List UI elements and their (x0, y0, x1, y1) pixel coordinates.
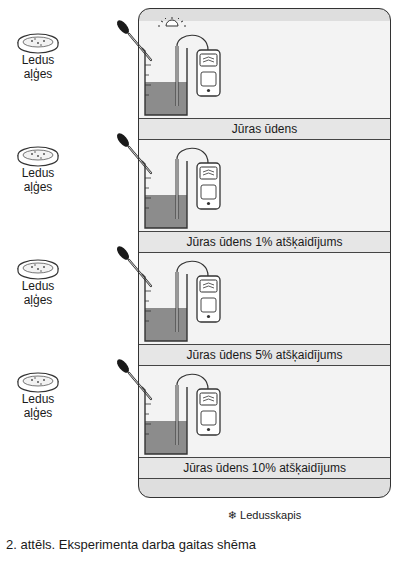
sample-label: Ledus aļģes (10, 280, 66, 308)
sample-label: Ledus aļģes (10, 393, 66, 421)
fridge-label: ❄ Ledusskapis (139, 509, 390, 522)
shelf-label: Jūras ūdens 5% atšķaidījums (186, 348, 342, 362)
fridge-outline: ❄ LedusskapisJūras ūdensJūras ūdens 1% a… (138, 8, 391, 498)
sample-label: Ledus aļģes (10, 54, 66, 82)
sample-label: Ledus aļģes (10, 167, 66, 195)
shelf-label: Jūras ūdens 1% atšķaidījums (186, 235, 342, 249)
fridge-top-band (138, 8, 391, 21)
shelf-label-band: Jūras ūdens 5% atšķaidījums (139, 344, 390, 366)
shelf-label-band: Jūras ūdens (139, 118, 390, 140)
figure-caption: 2. attēls. Eksperimenta darba gaitas shē… (6, 538, 256, 553)
shelf-label-band: Jūras ūdens 10% atšķaidījums (139, 457, 390, 479)
fridge-bottom-band (138, 479, 391, 498)
shelf-label: Jūras ūdens 10% atšķaidījums (183, 461, 346, 475)
shelf-label: Jūras ūdens (232, 122, 297, 136)
shelf-label-band: Jūras ūdens 1% atšķaidījums (139, 231, 390, 253)
